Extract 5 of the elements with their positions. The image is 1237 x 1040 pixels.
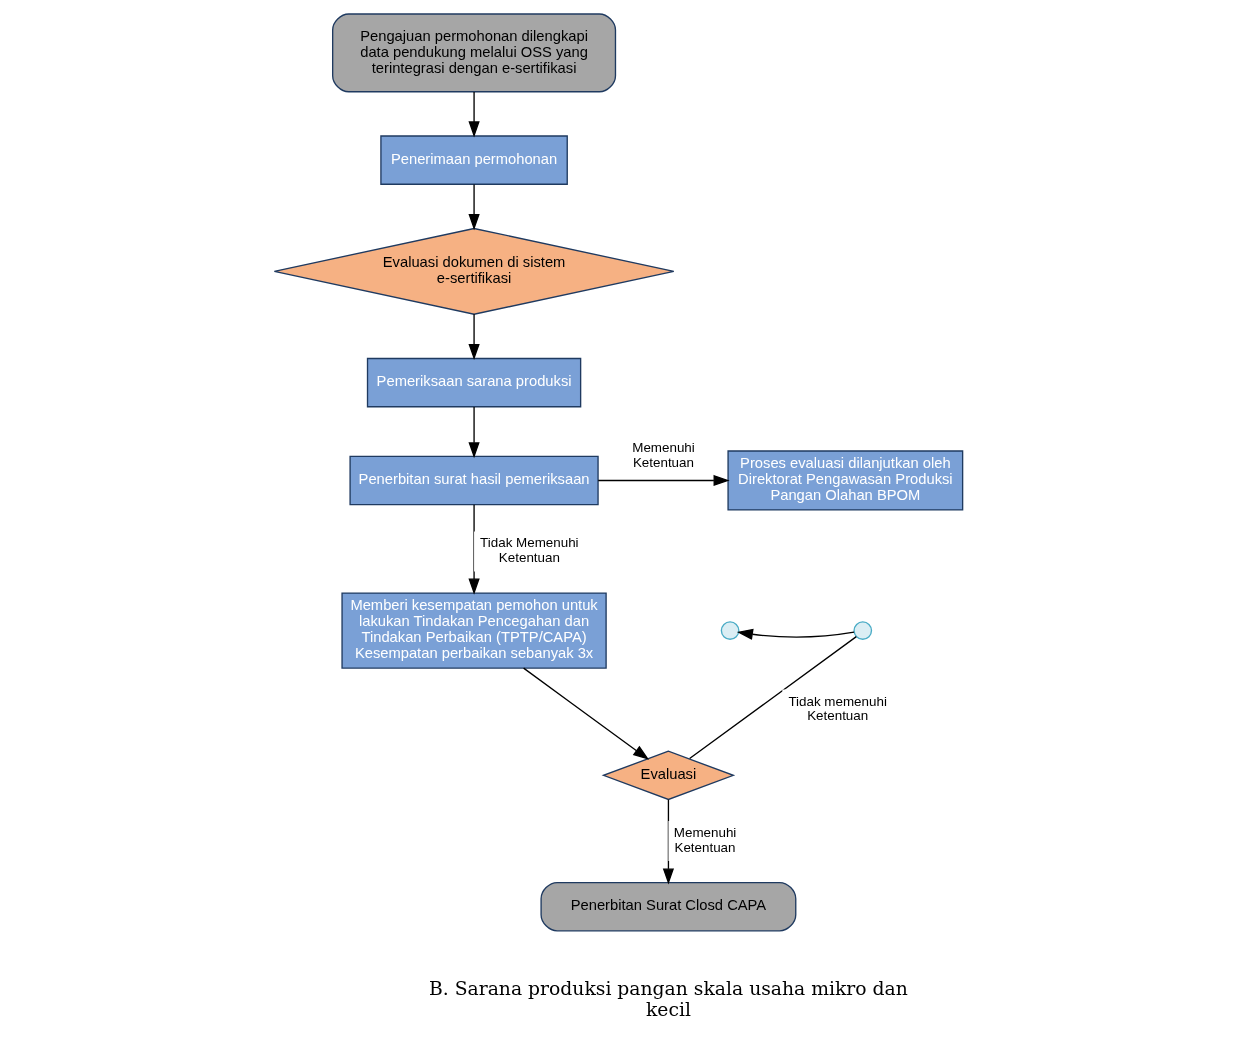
edge-label: Tidak Memenuhi Ketentuan [480,535,579,566]
edge-label: Tidak memenuhi Ketentuan [788,693,887,724]
edge-label: Memenuhi Ketentuan [632,440,695,471]
edge-label: Memenuhi Ketentuan [673,825,737,855]
label: B. Sarana produksi pangan skala usaha mikro dan kecil [429,978,908,1020]
